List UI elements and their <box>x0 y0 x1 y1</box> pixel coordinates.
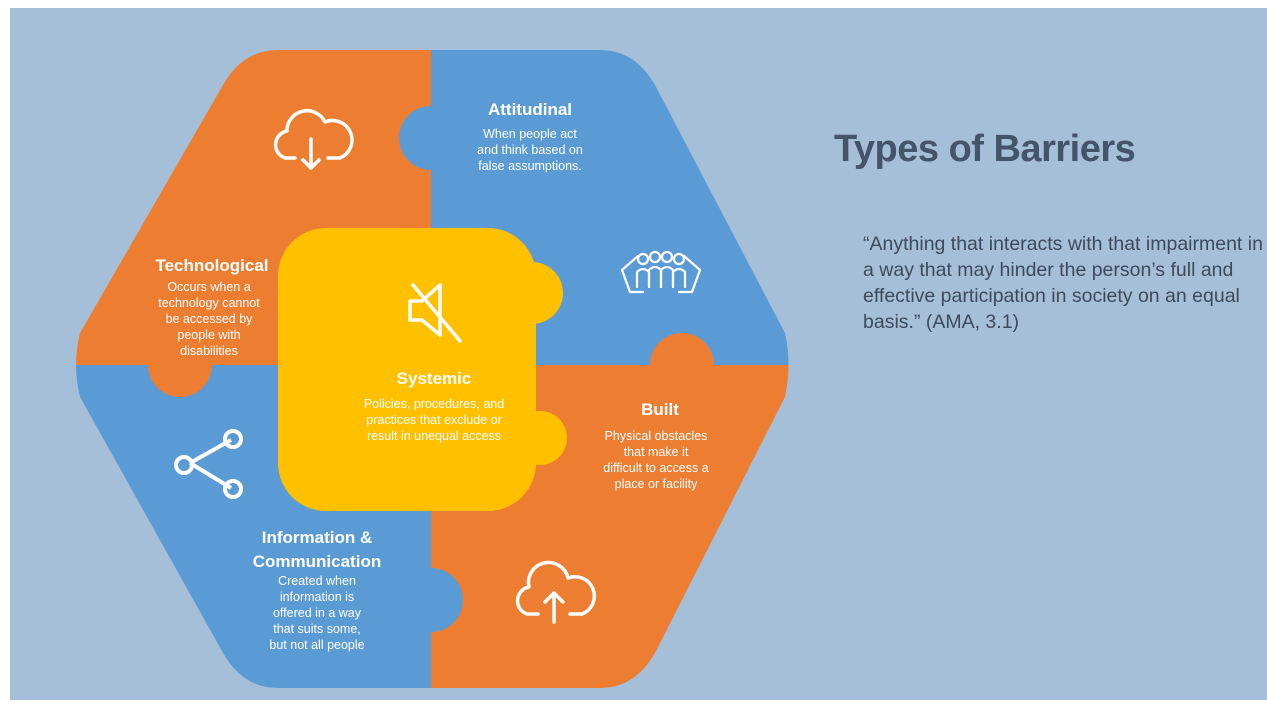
information-label: Information & Communication Created when… <box>253 528 381 652</box>
technological-title: Technological <box>155 256 268 275</box>
technological-label: Technological Occurs when a technology c… <box>155 256 268 358</box>
built-label: Built Physical obstacles that make it di… <box>603 400 708 491</box>
attitudinal-desc-line: When people act <box>483 127 577 141</box>
information-desc-line: that suits some, <box>273 622 361 636</box>
information-tab <box>399 568 463 632</box>
attitudinal-desc-line: and think based on <box>477 143 583 157</box>
systemic-piece <box>278 228 567 511</box>
attitudinal-desc-line: false assumptions. <box>478 159 582 173</box>
information-desc-line: but not all people <box>269 638 364 652</box>
built-tab <box>650 333 714 397</box>
information-title-line: Information & <box>262 528 373 547</box>
information-desc-line: offered in a way <box>273 606 362 620</box>
built-desc-line: place or facility <box>615 477 698 491</box>
systemic-label: Systemic Policies, procedures, and pract… <box>364 369 504 443</box>
systemic-desc-line: practices that exclude or <box>366 413 502 427</box>
cloud-download-icon <box>273 108 354 170</box>
systemic-desc-line: Policies, procedures, and <box>364 397 504 411</box>
attitudinal-title: Attitudinal <box>488 100 572 119</box>
technological-desc-line: people with <box>177 328 240 342</box>
information-title-line: Communication <box>253 552 381 571</box>
mute-speaker-icon <box>408 283 462 343</box>
slide-title: Types of Barriers <box>834 128 1136 170</box>
definition-quote: “Anything that interacts with that impai… <box>863 233 1263 333</box>
information-desc-line: information is <box>280 590 354 604</box>
share-icon <box>174 429 243 499</box>
attitudinal-label: Attitudinal When people act and think ba… <box>477 100 583 173</box>
built-desc-line: that make it <box>624 445 689 459</box>
slide: Attitudinal When people act and think ba… <box>10 8 1267 700</box>
technological-desc-line: technology cannot <box>158 296 260 310</box>
technological-desc-line: be accessed by <box>166 312 254 326</box>
systemic-title: Systemic <box>397 369 472 388</box>
cloud-upload-icon <box>515 560 596 624</box>
attitudinal-tab <box>399 106 463 170</box>
technological-desc-line: disabilities <box>180 344 238 358</box>
information-desc-line: Created when <box>278 574 356 588</box>
built-desc-line: difficult to access a <box>603 461 708 475</box>
technological-tab <box>148 333 212 397</box>
built-desc-line: Physical obstacles <box>605 429 708 443</box>
people-group-icon <box>620 250 702 294</box>
systemic-desc-line: result in unequal access <box>367 429 501 443</box>
technological-desc-line: Occurs when a <box>167 280 250 294</box>
barriers-diagram: Attitudinal When people act and think ba… <box>76 50 789 688</box>
built-title: Built <box>641 400 679 419</box>
